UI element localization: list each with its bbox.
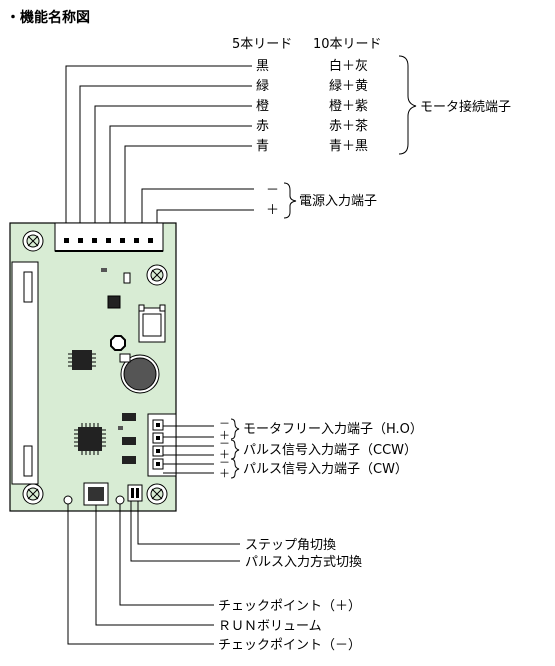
motor-terminal-brace — [398, 55, 417, 155]
smd-part-1 — [101, 268, 107, 272]
motor-connector — [54, 222, 164, 252]
header-10-lead: 10本リード — [313, 37, 382, 52]
wire-5-five: 青 — [256, 139, 269, 154]
motor-terminal-label: モータ接続端子 — [420, 99, 511, 115]
step-angle-label: ステップ角切換 — [245, 538, 336, 553]
ic-chip-large — [74, 423, 106, 455]
wire-2-five: 緑 — [256, 79, 269, 94]
power-minus-sign: － — [266, 183, 279, 198]
io-3-minus: － — [219, 456, 230, 469]
circuit-board — [9, 222, 177, 512]
check-point-plus-pad — [115, 495, 125, 505]
power-brace — [283, 182, 297, 219]
io-terminal-block — [147, 413, 177, 477]
io-3-label: パルス信号入力端子（CW） — [243, 462, 408, 477]
wire-3-ten: 橙＋紫 — [329, 99, 368, 114]
bracket-slot-top — [23, 271, 33, 303]
wire-1-five: 黒 — [256, 59, 269, 74]
lead-wire-4 — [109, 125, 252, 230]
run-volume — [83, 482, 109, 506]
lead-wire-5 — [124, 145, 252, 230]
wire-5-ten: 青＋黒 — [329, 139, 368, 154]
small-ic-group — [118, 413, 136, 464]
smd-chip-small — [107, 295, 121, 309]
bottom-leaders — [67, 501, 240, 645]
wire-3-five: 橙 — [256, 99, 269, 114]
io-2-brace — [230, 439, 240, 460]
io-1-brace — [230, 418, 240, 440]
dip-switch — [127, 484, 143, 502]
wire-4-ten: 赤＋茶 — [329, 118, 368, 134]
mount-hole-top-left — [22, 230, 44, 252]
capacitor — [119, 353, 160, 394]
lead-wire-1 — [65, 65, 252, 230]
diagram-title: ・機能名称図 — [6, 9, 90, 26]
header-5-lead: 5本リード — [232, 37, 292, 52]
smd-part-2 — [123, 272, 131, 284]
bracket-slot-bottom — [23, 445, 33, 477]
mount-hole-top-right — [146, 264, 168, 286]
pulse-mode-label: パルス入力方式切換 — [245, 554, 362, 570]
wire-1-ten: 白＋灰 — [329, 58, 368, 74]
io-1-plus: ＋ — [219, 429, 230, 442]
io-2-minus: － — [219, 437, 230, 450]
inductor — [138, 304, 166, 343]
lead-wire-3 — [94, 105, 252, 230]
wire-4-five: 赤 — [256, 119, 269, 134]
run-volume-label: ＲＵＮボリューム — [218, 619, 322, 634]
lead-wire-2 — [79, 85, 252, 230]
octagon-part — [110, 335, 126, 351]
checkpoint-plus-label: チェックポイント（＋） — [218, 599, 361, 614]
power-lead-minus — [141, 188, 254, 230]
power-plus-sign: ＋ — [266, 203, 279, 218]
mount-hole-bottom-left — [22, 483, 44, 505]
io-3-brace — [230, 458, 240, 479]
wire-2-ten: 緑＋黄 — [329, 79, 368, 94]
io-1-label: モータフリー入力端子（H.O） — [243, 422, 423, 437]
check-point-minus-pad — [63, 495, 73, 505]
checkpoint-minus-label: チェックポイント（－） — [218, 638, 361, 653]
io-1-minus: － — [219, 417, 230, 430]
mount-hole-bottom-right — [146, 483, 168, 505]
io-leaders — [163, 425, 214, 474]
power-terminal-label: 電源入力端子 — [299, 194, 377, 209]
lead-wires — [65, 65, 254, 230]
io-2-plus: ＋ — [219, 448, 230, 461]
io-3-plus: ＋ — [219, 467, 230, 480]
ic-chip-mid — [68, 350, 96, 370]
io-2-label: パルス信号入力端子（CCW） — [243, 443, 417, 458]
